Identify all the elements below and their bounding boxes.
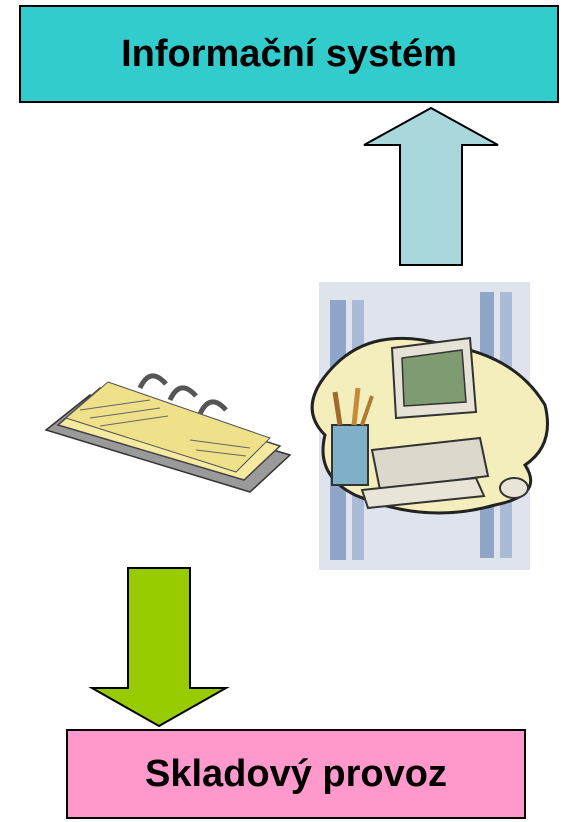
warehouse-operations-label: Skladový provoz	[145, 753, 447, 796]
computer-workstation-icon	[312, 282, 547, 570]
warehouse-operations-box: Skladový provoz	[66, 729, 526, 819]
binder-notebook-icon	[46, 376, 290, 492]
up-arrow	[364, 108, 498, 265]
down-arrow	[92, 568, 226, 726]
